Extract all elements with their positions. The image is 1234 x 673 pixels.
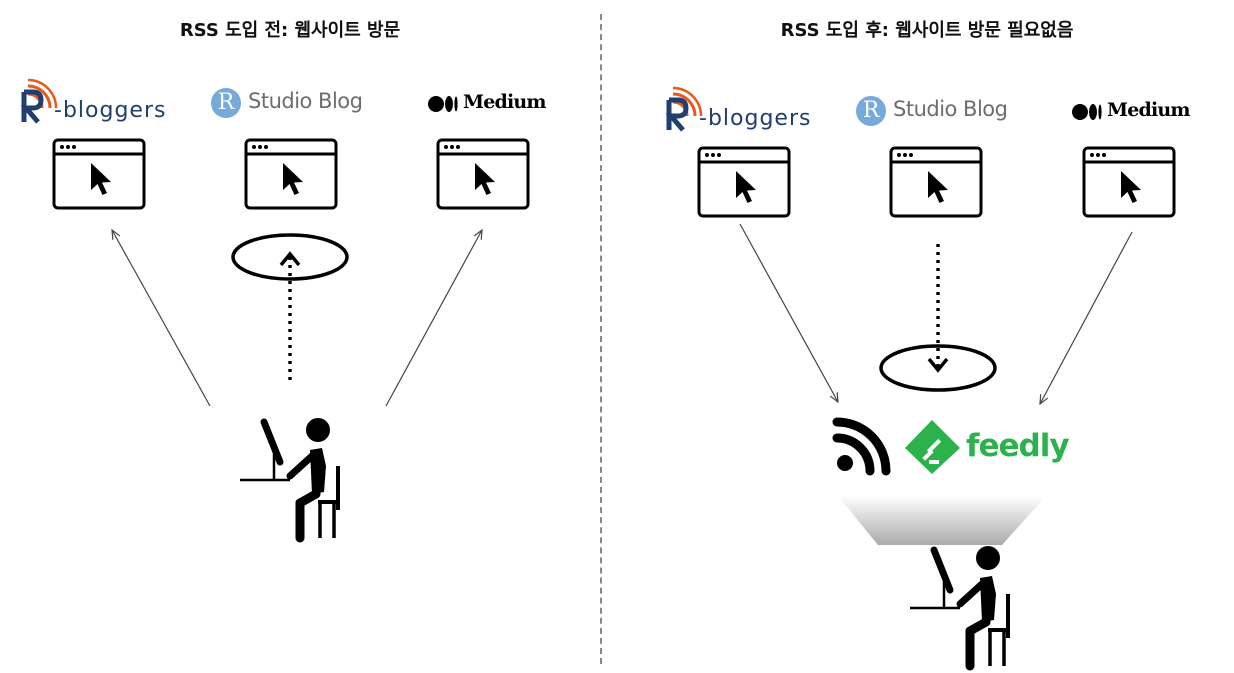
browser-window-icon [244, 138, 338, 210]
medium-logo-text: Medium [463, 91, 547, 113]
rbloggers-logo-mark-right [665, 86, 703, 132]
feed-funnel [838, 496, 1046, 545]
browser-window-icon [697, 146, 791, 218]
after-title: RSS 도입 후: 웹사이트 방문 필요없음 [780, 20, 1074, 41]
browser-window-icon [52, 138, 146, 210]
rstudio-logo-badge: R [856, 96, 886, 126]
arrow-from-medium [1040, 231, 1133, 404]
rbloggers-logo-mark-left [20, 78, 58, 124]
arrow-to-rbloggers [112, 230, 211, 407]
feedly-icon [905, 420, 960, 474]
before-title: RSS 도입 전: 웹사이트 방문 [179, 20, 401, 41]
rbloggers-logo-text: -bloggers [54, 98, 167, 123]
feedly-logo-text: feedly [966, 428, 1070, 464]
browser-window-icon [1082, 146, 1176, 218]
rss-icon [832, 417, 891, 476]
rstudio-logo-text: Studio Blog [248, 89, 363, 113]
rbloggers-logo-text: -bloggers [699, 106, 812, 131]
dotted-arrow-head [927, 357, 949, 373]
user-at-computer-icon [910, 546, 1008, 666]
medium-logo-mark-left [428, 96, 458, 112]
panel-divider [600, 14, 602, 664]
dotted-arrow-head [279, 251, 301, 267]
user-at-computer-icon [240, 418, 338, 538]
arrow-from-rbloggers [739, 223, 838, 402]
browser-window-icon [889, 146, 983, 218]
browser-window-icon [436, 138, 530, 210]
arrow-to-medium [385, 230, 482, 407]
rstudio-logo-text: Studio Blog [893, 97, 1008, 121]
loop-arrow-icon [879, 344, 997, 392]
rstudio-logo-badge: R [211, 88, 241, 118]
medium-logo-text: Medium [1107, 99, 1191, 121]
medium-logo-mark-right [1072, 104, 1102, 120]
loop-arrow-icon [231, 233, 349, 281]
